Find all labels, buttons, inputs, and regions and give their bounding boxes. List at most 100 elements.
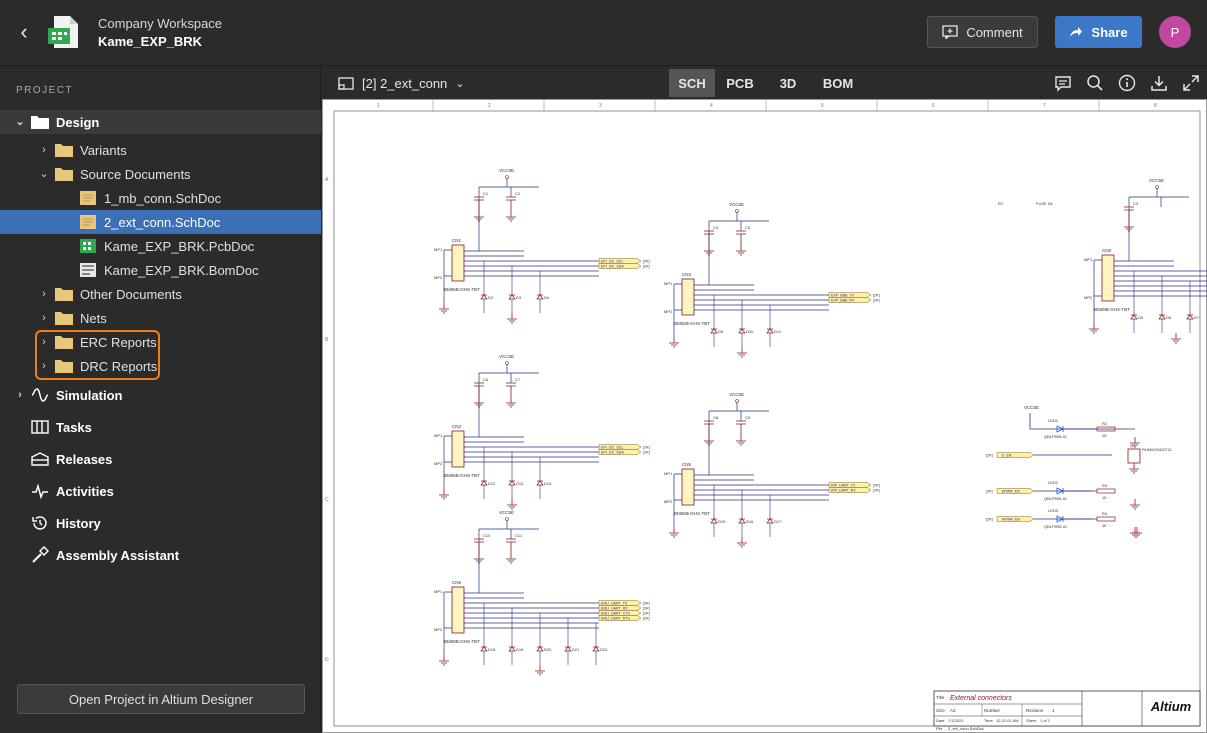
ground-symbol [439, 489, 449, 500]
nav-item-assembly-assistant[interactable]: Assembly Assistant [0, 541, 321, 569]
nav-item-releases[interactable]: Releases [0, 445, 321, 473]
tree-item-design[interactable]: ⌄ Design [0, 110, 321, 134]
capacitor-ref: C10 [483, 533, 491, 538]
nav-item-simulation[interactable]: › Simulation [0, 381, 321, 409]
history-clock-icon [32, 516, 47, 530]
net-port-label: [2R] [986, 490, 993, 494]
tb-date-value: 7/1/2021 [948, 718, 964, 723]
capacitor-symbol [506, 382, 516, 397]
tree-item-doc-bom[interactable]: Kame_EXP_BRK.BomDoc [0, 258, 321, 282]
led-ref: LED2 [1048, 480, 1059, 485]
tab-3d[interactable]: 3D [779, 75, 797, 91]
releases-box-icon [31, 452, 49, 466]
share-button[interactable]: Share [1055, 16, 1142, 48]
chevron-down-icon[interactable]: ⌄ [39, 168, 49, 180]
mounting-pin-label: MP1 [434, 247, 443, 252]
nav-item-tasks[interactable]: Tasks [0, 413, 321, 441]
chevron-right-icon[interactable]: › [42, 312, 46, 324]
folder-icon [55, 312, 73, 325]
altium-logo-text: Altium [1150, 699, 1192, 714]
schematic-wire [443, 435, 452, 489]
tree-item-other-documents[interactable]: › Other Documents [0, 282, 321, 306]
user-avatar[interactable]: P [1159, 16, 1191, 48]
comments-icon[interactable] [1053, 73, 1073, 93]
tree-item-source-documents[interactable]: ⌄ Source Documents [0, 162, 321, 186]
net-port-label: [2R] [643, 617, 650, 621]
tree-item-doc-ext-conn[interactable]: 2_ext_conn.SchDoc [0, 210, 321, 234]
ground-symbol [736, 245, 746, 256]
net-label-tag [828, 297, 872, 303]
nav-item-history[interactable]: History [0, 509, 321, 537]
tasks-board-icon [31, 420, 49, 434]
tb-title-label: Title [936, 695, 945, 700]
schematic-wire [708, 212, 769, 285]
net-port-label: [2R] [986, 454, 993, 458]
download-icon[interactable] [1149, 73, 1169, 93]
bom-doc-icon [80, 263, 96, 277]
document-selector-label: [2] 2_ext_conn [362, 75, 448, 91]
project-name: Kame_EXP_BRK [98, 34, 203, 49]
net-label-text: EXP_BBB_RX [831, 299, 855, 303]
tab-sch[interactable]: SCH [669, 69, 715, 97]
schematic-wire [443, 591, 452, 655]
tab-bom[interactable]: BOM [822, 75, 854, 91]
tb-time-value: 12:21:01 AM [996, 718, 1018, 723]
chevron-right-icon[interactable]: › [42, 336, 46, 348]
viewer-toolbar: [2] 2_ext_conn ⌄ SCH PCB 3D BOM [322, 67, 1207, 99]
connector-ref: CN3 [682, 272, 691, 277]
capacitor-ref: C3 [1133, 201, 1139, 206]
tree-item-doc-mb-conn[interactable]: 1_mb_conn.SchDoc [0, 186, 321, 210]
tree-item-drc-reports[interactable]: › DRC Reports [0, 354, 321, 378]
tree-item-nets[interactable]: › Nets [0, 306, 321, 330]
ground-symbol [736, 435, 746, 446]
diode-ref: D15 [718, 519, 726, 524]
connector-part: BM06B-GHS-TBT [444, 473, 480, 478]
nav-label-tasks: Tasks [56, 419, 92, 435]
chevron-right-icon[interactable]: › [42, 144, 46, 156]
comment-add-icon [942, 25, 958, 39]
net-label-text: EPWR_EN [1002, 490, 1020, 494]
share-arrow-icon [1070, 27, 1083, 37]
frame-col-label: 2 [488, 103, 491, 109]
net-port-label: [2R] [643, 451, 650, 455]
net-port-label: [2R] [873, 489, 880, 493]
chevron-right-icon[interactable]: › [42, 360, 46, 372]
tree-item-doc-pcb[interactable]: Kame_EXP_BRK.PcbDoc [0, 234, 321, 258]
tab-pcb[interactable]: PCB [726, 75, 754, 91]
connector-part: BM06B-GHS-TBT [444, 287, 480, 292]
tree-label-nets: Nets [80, 310, 107, 326]
schematic-wire [673, 473, 682, 527]
fuse-label: FUSE 2A [1036, 201, 1053, 206]
chevron-right-icon[interactable]: › [42, 288, 46, 300]
chevron-right-icon[interactable]: › [18, 389, 22, 401]
ground-symbol [506, 553, 516, 564]
chevron-down-icon[interactable]: ⌄ [15, 116, 25, 128]
schematic-doc-icon [80, 215, 96, 229]
frame-col-label: 8 [1154, 103, 1157, 109]
tree-item-variants[interactable]: › Variants [0, 138, 321, 162]
info-icon[interactable] [1117, 73, 1137, 93]
connector-ref: CN5 [682, 462, 691, 467]
connector-ref: CN6 [452, 580, 461, 585]
capacitor-ref: C6 [483, 377, 489, 382]
ground-symbol [507, 313, 517, 324]
comment-button[interactable]: Comment [927, 16, 1038, 48]
tree-label-source-documents: Source Documents [80, 166, 191, 182]
mounting-pin-label: MP1 [434, 589, 443, 594]
fullscreen-icon[interactable] [1181, 73, 1201, 93]
net-label-tag [996, 516, 1035, 522]
frame-row-label: C [325, 497, 329, 503]
capacitor-ref: C8 [713, 415, 719, 420]
capacitor-symbol [1124, 206, 1134, 221]
back-chevron-icon[interactable]: ‹ [20, 19, 28, 44]
document-selector[interactable]: [2] 2_ext_conn ⌄ [338, 74, 465, 92]
led-ref: LED3 [1048, 508, 1059, 513]
tree-label-doc-ext-conn: 2_ext_conn.SchDoc [104, 214, 221, 230]
search-icon[interactable] [1085, 73, 1105, 93]
nav-item-activities[interactable]: Activities [0, 477, 321, 505]
tb-date-label: Date [936, 718, 945, 723]
open-in-altium-button[interactable]: Open Project in Altium Designer [17, 684, 305, 714]
tree-item-erc-reports[interactable]: › ERC Reports [0, 330, 321, 354]
